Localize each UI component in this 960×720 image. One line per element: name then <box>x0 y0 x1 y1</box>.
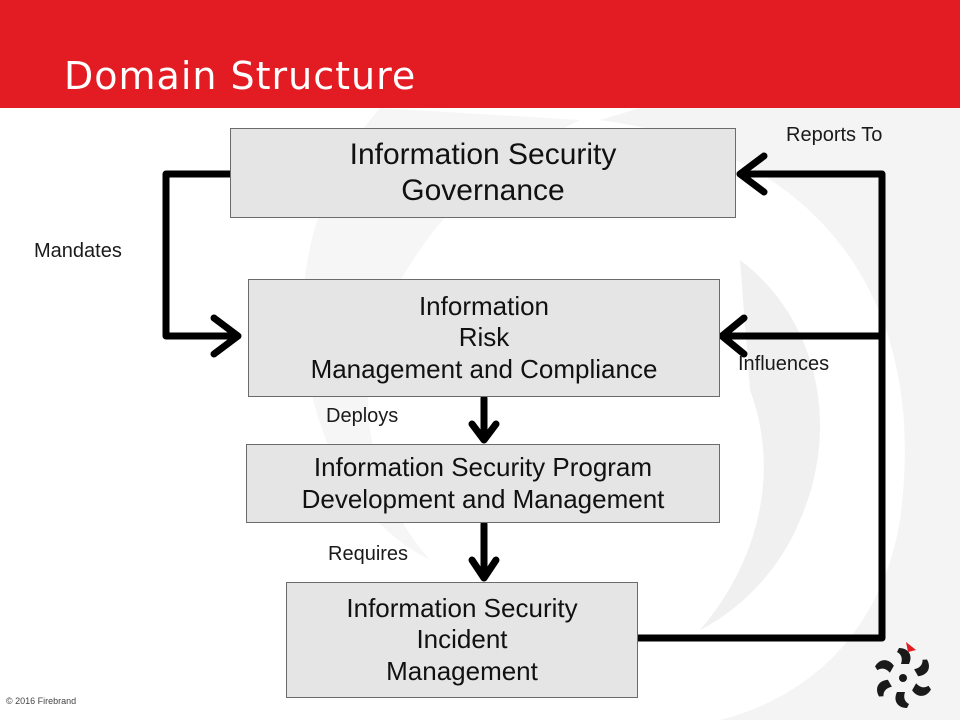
deploys-label: Deploys <box>326 405 399 427</box>
requires-label: Requires <box>328 543 409 565</box>
governance-box-label: Information Security Governance <box>349 138 617 207</box>
requires-arrowhead <box>468 556 500 582</box>
mandates-connector <box>162 170 240 340</box>
program-box-label: Information Security Program Development… <box>301 452 665 514</box>
copyright-text: © 2016 Firebrand <box>6 696 77 706</box>
firebrand-logo-icon <box>875 642 931 708</box>
title-bar <box>0 0 960 108</box>
reports-to-label: Reports To <box>786 124 883 146</box>
incident-box: Information Security Incident Management <box>286 582 638 698</box>
page-title: Domain Structure <box>64 54 417 98</box>
mandates-label: Mandates <box>34 240 122 262</box>
risk-box: Information Risk Management and Complian… <box>248 279 720 397</box>
governance-box: Information Security Governance <box>230 128 736 218</box>
mandates-arrowhead <box>210 314 242 358</box>
deploys-arrowhead <box>468 420 500 444</box>
incident-box-label: Information Security Incident Management <box>346 593 578 686</box>
reports-to-arrowhead <box>736 152 768 196</box>
reports-to-connector <box>634 170 886 642</box>
program-box: Information Security Program Development… <box>246 444 720 523</box>
influences-arrowhead <box>718 314 748 358</box>
risk-box-label: Information Risk Management and Complian… <box>310 291 658 384</box>
influences-label: Influences <box>738 353 830 375</box>
